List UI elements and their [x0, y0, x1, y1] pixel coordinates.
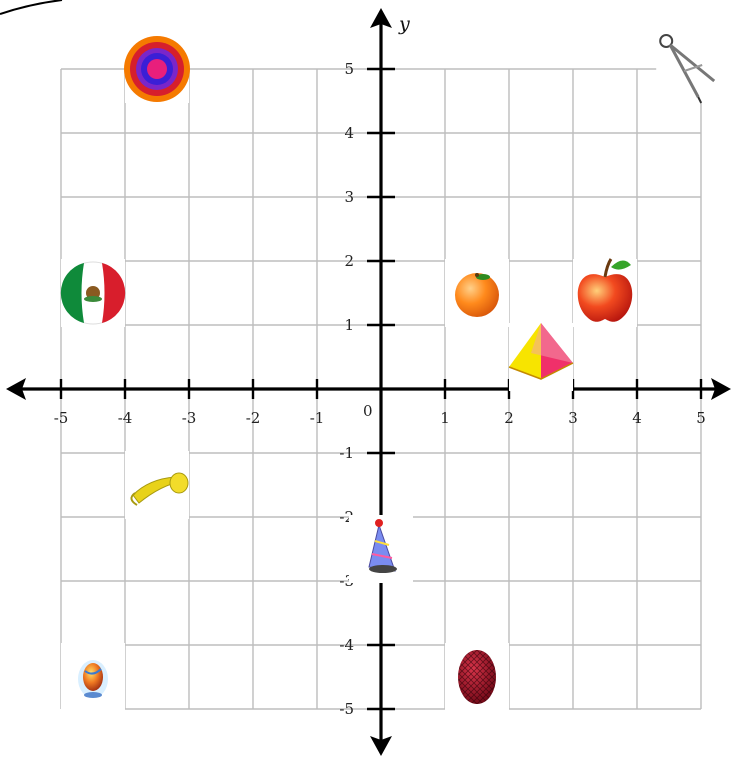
orange-fruit-icon: [445, 259, 509, 327]
y-tick-label: 5: [344, 60, 354, 78]
red-egg-icon: [445, 643, 509, 711]
measuring-tape-icon: [125, 451, 189, 519]
pyramid-icon: [509, 323, 573, 391]
corner-arc: [0, 0, 62, 14]
y-tick-label: -5: [339, 700, 354, 718]
origin-label: 0: [363, 402, 373, 420]
x-tick-label: 1: [440, 409, 450, 427]
y-tick-label: 1: [344, 316, 354, 334]
compass-drawing-icon: [656, 35, 720, 103]
y-tick-label: 2: [344, 252, 354, 270]
apple-icon: [573, 259, 637, 327]
x-tick-label: 4: [632, 409, 642, 427]
x-tick-label: -4: [118, 409, 133, 427]
x-tick-label: 2: [504, 409, 514, 427]
x-tick-label: -1: [310, 409, 325, 427]
x-tick-label: -5: [54, 409, 69, 427]
plotted-objects: [61, 35, 720, 711]
y-tick-label: -4: [339, 636, 354, 654]
y-tick-label: -1: [339, 444, 354, 462]
party-hat-icon: [349, 515, 413, 583]
target-icon: [124, 35, 190, 103]
y-tick-label: 4: [344, 124, 354, 142]
mexico-flag-ball-icon: [61, 259, 125, 327]
x-tick-label: 3: [568, 409, 578, 427]
x-tick-label: 5: [696, 409, 706, 427]
globe-ornament-icon: [61, 643, 125, 711]
x-tick-label: -3: [182, 409, 197, 427]
y-axis-name: y: [398, 13, 410, 35]
y-tick-label: 3: [344, 188, 354, 206]
x-tick-label: -2: [246, 409, 261, 427]
